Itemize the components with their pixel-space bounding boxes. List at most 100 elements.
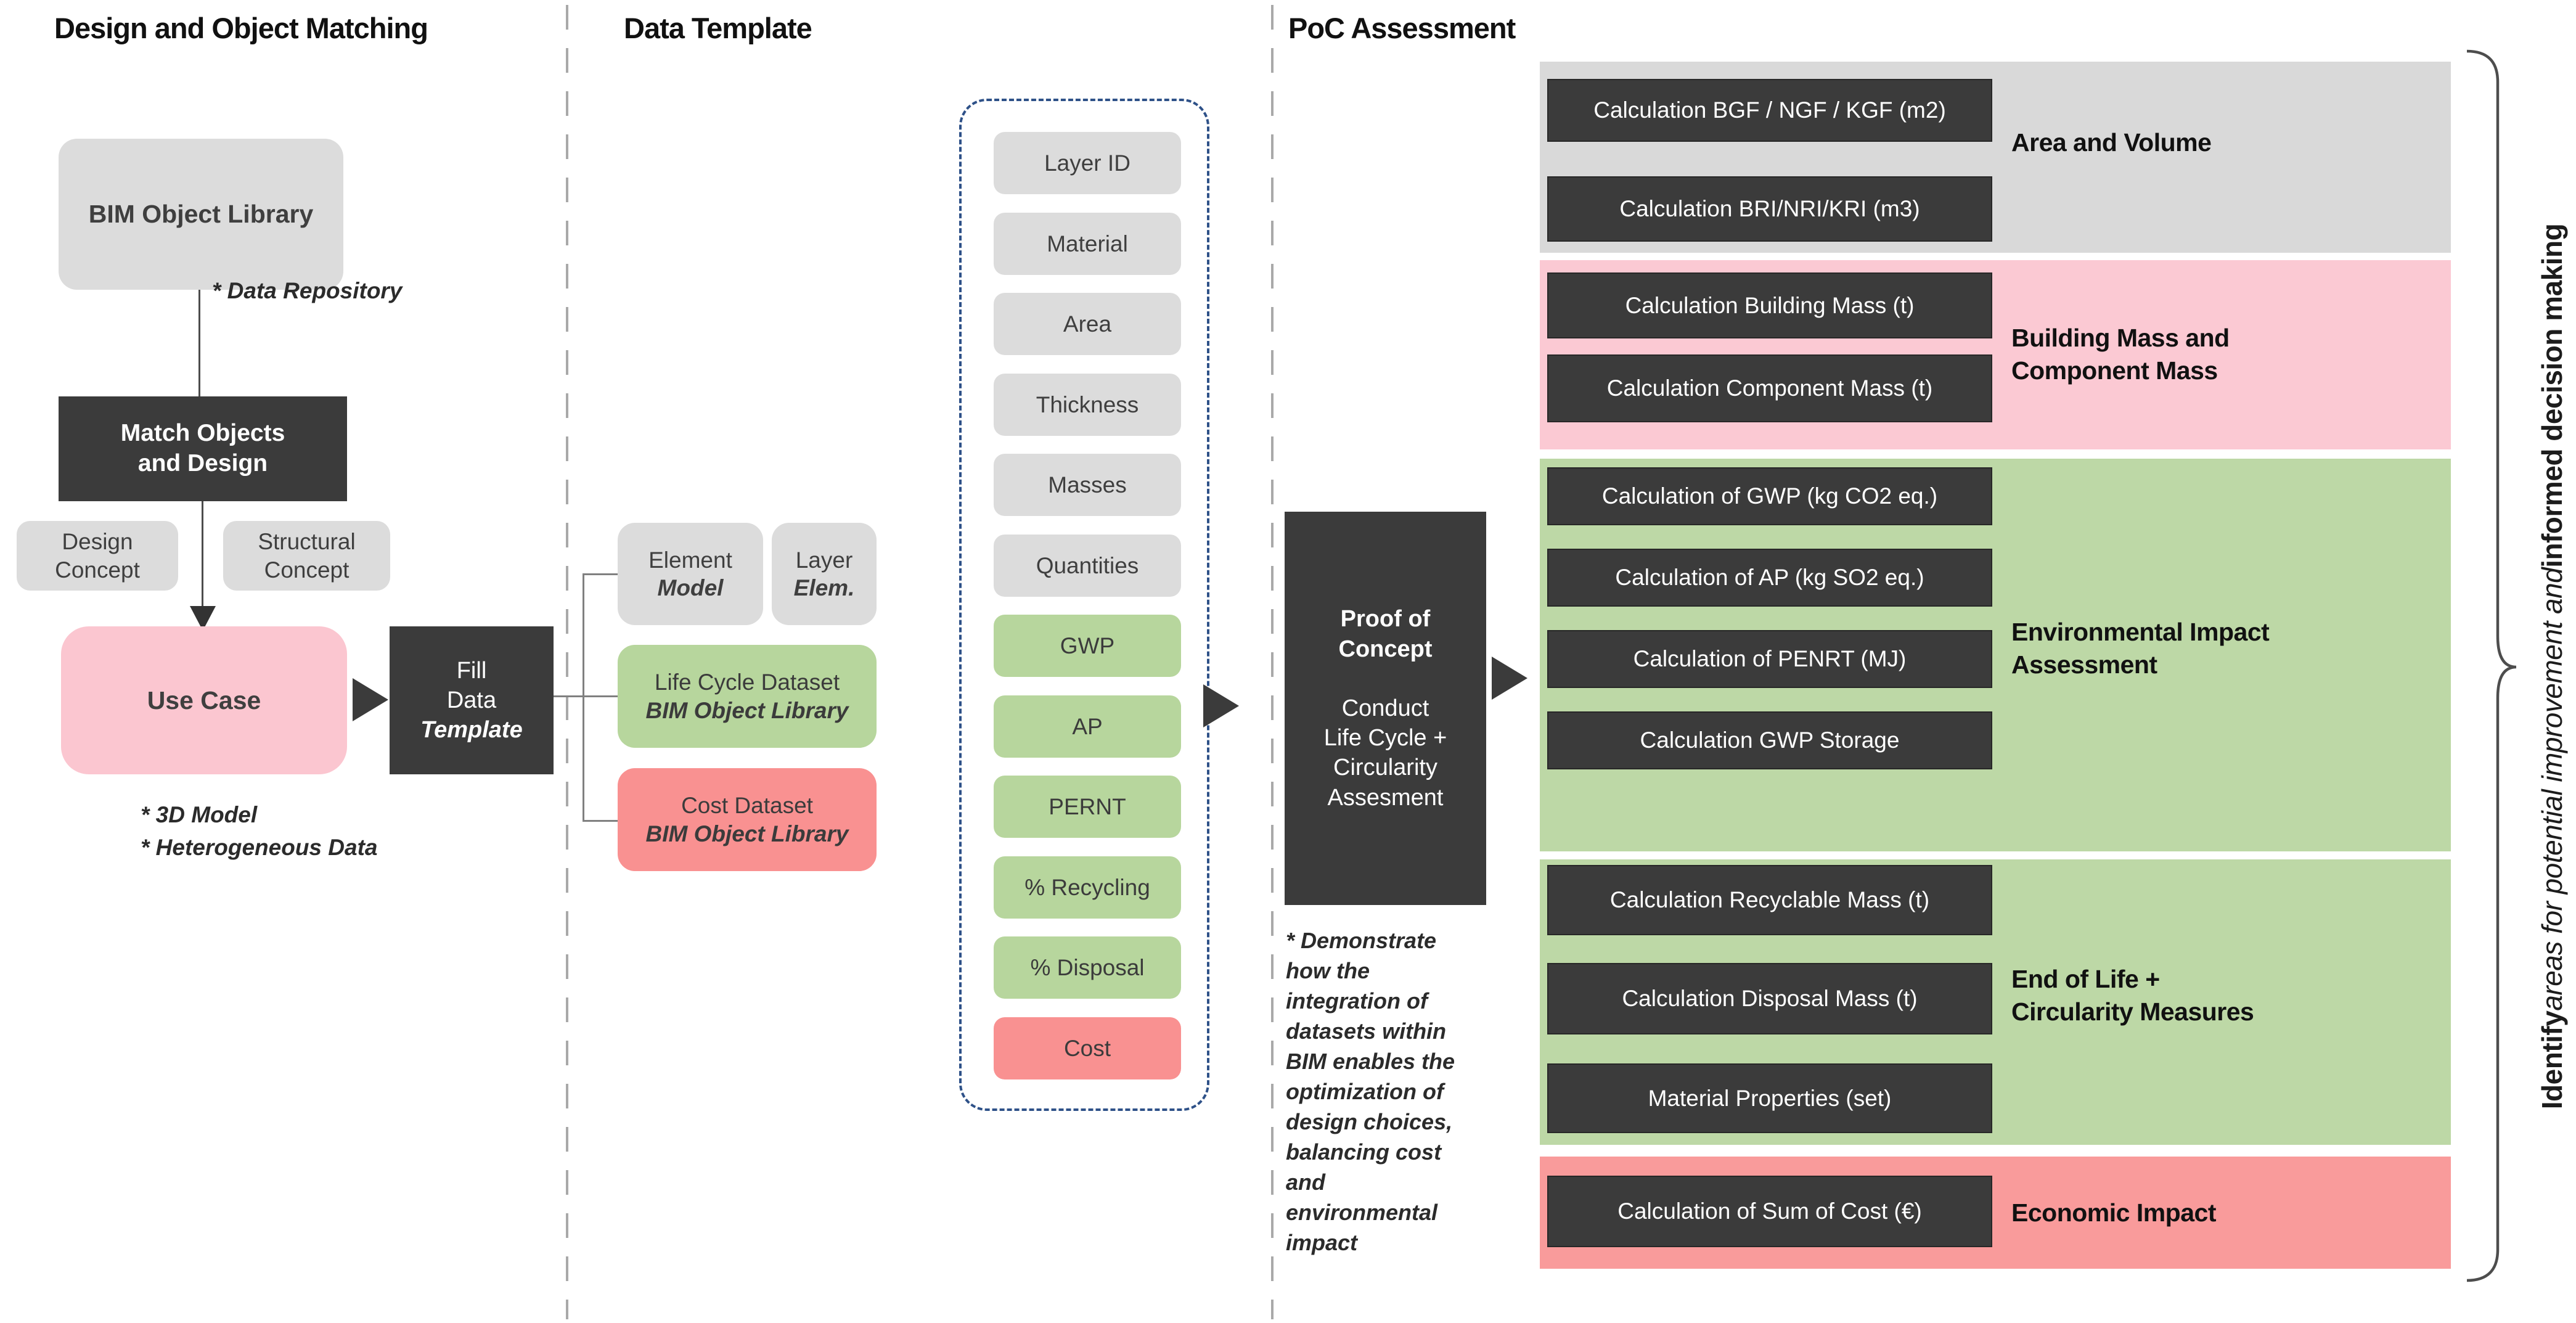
element-model-box: Element Model: [618, 523, 763, 625]
field-recycling: % Recycling: [994, 856, 1181, 919]
proof-of-concept-body: Conduct Life Cycle + Circularity Assesme…: [1323, 695, 1447, 811]
field-label: PERNT: [1049, 793, 1126, 819]
calc-box: Calculation BRI/NRI/KRI (m3): [1547, 176, 1992, 242]
arrow-right-icon: [1492, 657, 1527, 700]
field-label: Layer ID: [1044, 150, 1131, 176]
data-repository-note: * Data Repository: [212, 278, 403, 303]
structural-concept-label: Structural Concept: [258, 529, 356, 583]
field-label: Cost: [1063, 1035, 1111, 1061]
fill-data-label: Fill Data: [446, 657, 497, 713]
model-notes: * 3D Model * Heterogeneous Data: [141, 802, 378, 860]
connector-line: [583, 573, 619, 575]
side-label: Identify areas for potential improvement…: [2533, 50, 2571, 1283]
calc-label: Calculation GWP Storage: [1640, 727, 1900, 753]
cost-dataset-label: Cost Dataset: [681, 793, 813, 819]
field-label: Area: [1063, 311, 1112, 337]
arrow-right-icon: [1203, 684, 1239, 727]
calc-box: Calculation of PENRT (MJ): [1547, 630, 1992, 688]
column-title-design: Design and Object Matching: [54, 12, 428, 44]
match-objects-box: Match Objects and Design: [59, 396, 347, 501]
column-separator-1: [566, 5, 568, 1319]
calc-label: Calculation BRI/NRI/KRI (m3): [1619, 196, 1920, 221]
curly-brace-icon: [2466, 49, 2517, 1282]
calc-box: Calculation Disposal Mass (t): [1547, 963, 1992, 1034]
design-concept-label: Design Concept: [55, 529, 140, 583]
fill-template-label: Template: [420, 717, 523, 743]
connector-line: [583, 695, 619, 697]
calc-label: Calculation Disposal Mass (t): [1622, 986, 1918, 1011]
field-material: Material: [994, 213, 1181, 275]
layer-elem-box: Layer Elem.: [772, 523, 877, 625]
field-ap: AP: [994, 695, 1181, 758]
field-label: Thickness: [1036, 391, 1139, 417]
column-title-template: Data Template: [624, 12, 812, 44]
side-label-identify: Identify: [2536, 1010, 2568, 1110]
connector-line: [198, 290, 200, 396]
calc-box: Calculation Component Mass (t): [1547, 354, 1992, 422]
match-objects-label: Match Objects and Design: [120, 420, 285, 477]
field-label: % Recycling: [1024, 874, 1150, 900]
layer-elem-label: Elem.: [793, 575, 855, 600]
field-disposal: % Disposal: [994, 936, 1181, 999]
calc-box: Calculation Building Mass (t): [1547, 272, 1992, 338]
data-template-container: Layer ID Material Area Thickness Masses …: [959, 99, 1209, 1111]
field-thickness: Thickness: [994, 374, 1181, 436]
section-area-and-volume: Area and Volume Calculation BGF / NGF / …: [1540, 62, 2451, 253]
connector-line: [554, 695, 584, 697]
poc-note: * Demonstrate how the integration of dat…: [1286, 928, 1455, 1255]
calc-box: Calculation of AP (kg SO2 eq.): [1547, 549, 1992, 607]
proof-of-concept-box: Proof of Concept Conduct Life Cycle + Ci…: [1285, 512, 1486, 905]
field-label: % Disposal: [1030, 954, 1145, 980]
use-case-box: Use Case: [61, 626, 347, 774]
calc-label: Calculation Component Mass (t): [1606, 375, 1933, 401]
column-separator-2: [1271, 5, 1274, 1319]
field-label: GWP: [1060, 633, 1115, 658]
calc-box: Calculation of GWP (kg CO2 eq.): [1547, 467, 1992, 525]
calc-box: Calculation GWP Storage: [1547, 711, 1992, 769]
structural-concept-box: Structural Concept: [223, 521, 390, 591]
section-label: End of Life + Circularity Measures: [2011, 965, 2254, 1026]
section-end-of-life: End of Life + Circularity Measures Calcu…: [1540, 859, 2451, 1145]
arrow-right-icon: [353, 678, 388, 721]
section-label: Area and Volume: [2011, 128, 2212, 157]
bim-object-library-box: BIM Object Library: [59, 139, 343, 290]
section-building-mass: Building Mass and Component Mass Calcula…: [1540, 260, 2451, 449]
section-economic-impact: Economic Impact Calculation of Sum of Co…: [1540, 1157, 2451, 1269]
field-label: Material: [1047, 231, 1128, 256]
field-quantities: Quantities: [994, 535, 1181, 597]
cost-dataset-source: BIM Object Library: [645, 821, 849, 846]
element-label: Element: [648, 547, 732, 573]
side-label-areas: areas for potential improvement and: [2536, 567, 2568, 1011]
field-layer-id: Layer ID: [994, 132, 1181, 194]
field-label: AP: [1072, 713, 1103, 739]
field-area: Area: [994, 293, 1181, 355]
column-title-poc: PoC Assessment: [1288, 12, 1516, 44]
field-cost: Cost: [994, 1017, 1181, 1079]
field-gwp: GWP: [994, 615, 1181, 677]
calc-box: Calculation of Sum of Cost (€): [1547, 1176, 1992, 1247]
calc-box: Material Properties (set): [1547, 1063, 1992, 1133]
calc-label: Calculation of PENRT (MJ): [1633, 646, 1907, 671]
life-cycle-dataset-source: BIM Object Library: [645, 697, 849, 723]
use-case-label: Use Case: [147, 686, 261, 715]
calc-box: Calculation Recyclable Mass (t): [1547, 865, 1992, 935]
connector-line: [202, 501, 203, 609]
connector-line: [583, 573, 584, 822]
field-pernt: PERNT: [994, 776, 1181, 838]
life-cycle-dataset-label: Life Cycle Dataset: [654, 670, 840, 695]
cost-dataset-box: Cost Dataset BIM Object Library: [618, 768, 877, 871]
fill-data-template-box: Fill Data Template: [390, 626, 554, 774]
side-label-decision: informed decision making: [2536, 223, 2568, 568]
layer-label: Layer: [795, 547, 853, 573]
calc-label: Calculation of Sum of Cost (€): [1617, 1198, 1922, 1224]
life-cycle-dataset-box: Life Cycle Dataset BIM Object Library: [618, 645, 877, 748]
section-environmental-impact: Environmental Impact Assessment Calculat…: [1540, 459, 2451, 851]
calc-label: Calculation Building Mass (t): [1625, 292, 1915, 318]
field-label: Masses: [1048, 472, 1127, 498]
field-label: Quantities: [1036, 552, 1139, 578]
section-label: Economic Impact: [2011, 1198, 2216, 1227]
calc-label: Calculation of GWP (kg CO2 eq.): [1601, 483, 1938, 509]
design-concept-box: Design Concept: [17, 521, 178, 591]
proof-of-concept-heading: Proof of Concept: [1338, 606, 1433, 662]
